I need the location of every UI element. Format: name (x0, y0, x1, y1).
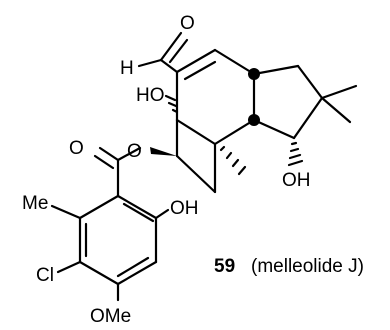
compound-caption: 59 (melleolide J) (214, 256, 364, 277)
atom-label-oxygen: O (180, 13, 195, 34)
atom-label-methyl: Me (22, 193, 48, 214)
atom-label-hydroxyl: HO (136, 85, 165, 106)
atom-labels: O H HO O O OH Me OH Cl OMe (22, 13, 311, 327)
compound-name: (melleolide J) (251, 256, 364, 277)
atom-label-oxygen: O (69, 138, 84, 159)
compound-number: 59 (214, 256, 235, 277)
stereocenter-dot (248, 68, 260, 80)
atom-label-methoxy: OMe (90, 306, 131, 327)
atom-label-hydrogen: H (120, 58, 134, 79)
hashed-bond-ho (164, 94, 179, 114)
atom-label-oxygen: O (127, 141, 142, 162)
stereocenter-dots (248, 68, 260, 126)
wedge-bond-ester (150, 147, 177, 156)
atom-label-hydroxyl: OH (170, 198, 199, 219)
bond-lines (50, 31, 358, 302)
stereocenter-dot (248, 114, 260, 126)
atom-label-chlorine: Cl (36, 265, 54, 286)
hashed-bond-methyl (219, 145, 247, 176)
hashed-bond-oh (287, 141, 304, 167)
atom-label-hydroxyl: OH (282, 170, 311, 191)
